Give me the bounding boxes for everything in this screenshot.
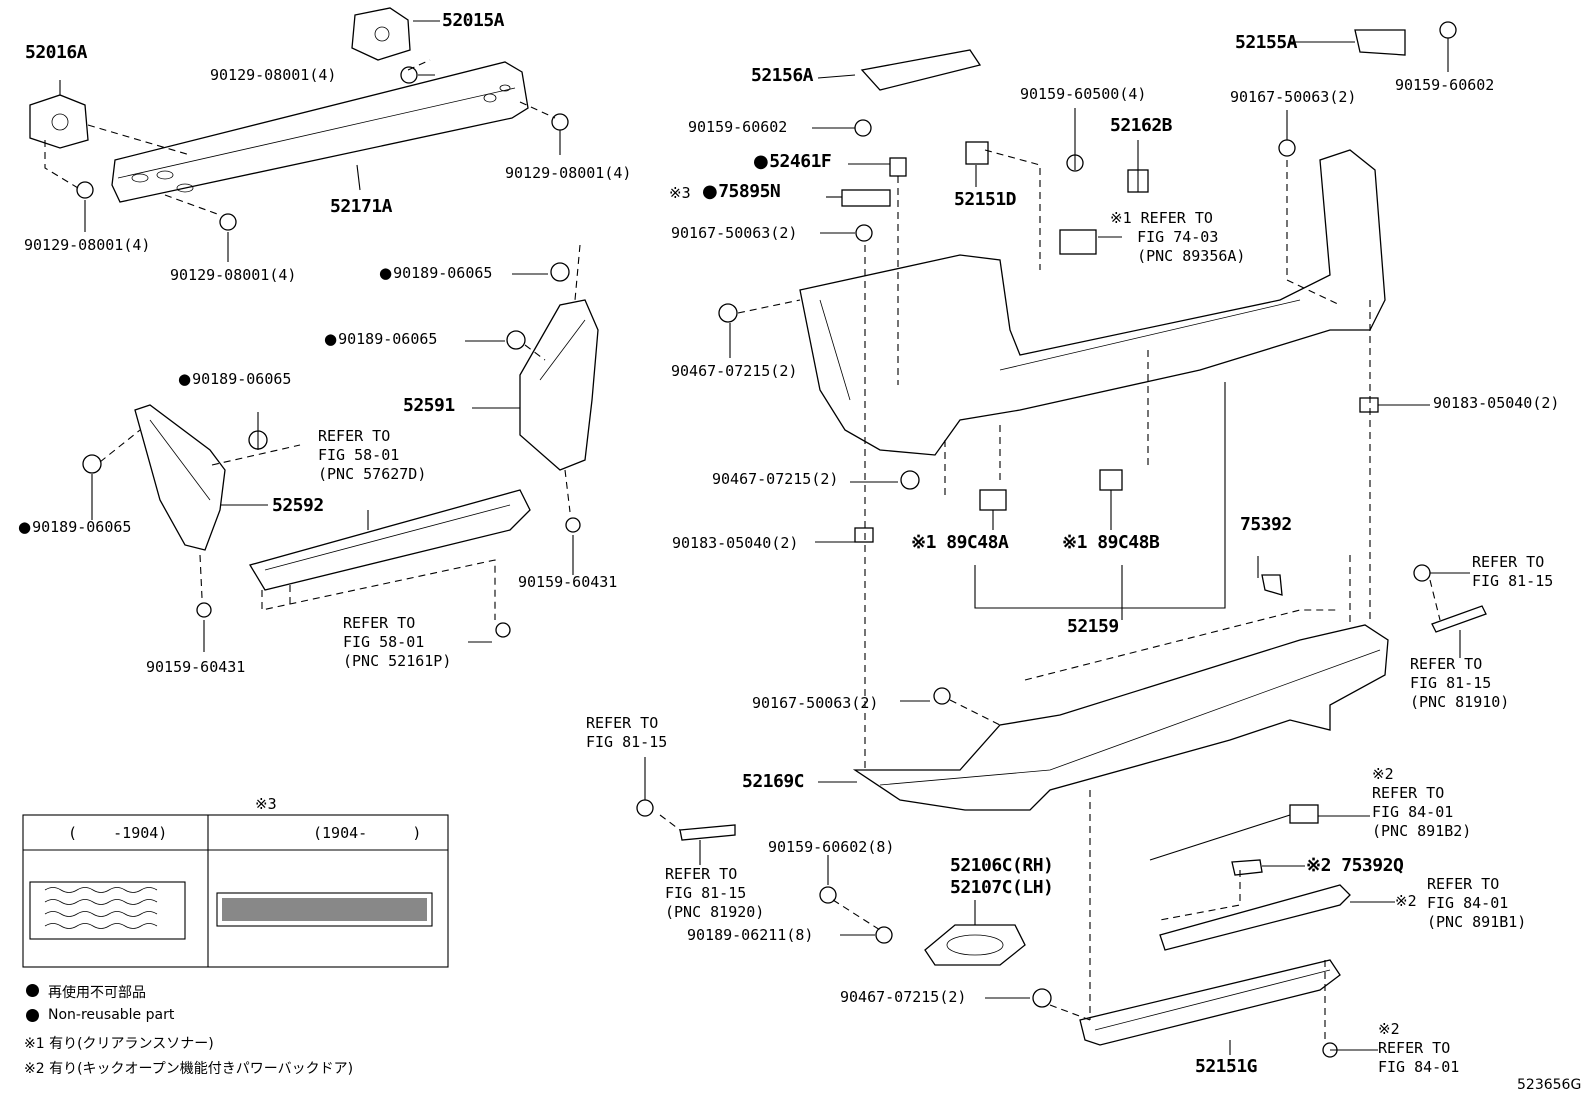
part-label: 52592 — [272, 495, 324, 516]
reference-note: REFER TO FIG 84-01 (PNC 891B1) — [1427, 875, 1527, 931]
reference-note: REFER TO FIG 81-15 (PNC 81910) — [1410, 655, 1510, 711]
part-label: 90129-08001(4) — [170, 266, 297, 284]
lower-tray — [249, 489, 531, 591]
exhaust-bezel — [924, 924, 1026, 966]
variant-table-frame — [22, 814, 449, 968]
part-label: 90167-50063(2) — [1230, 88, 1357, 106]
side-bracket-52592 — [134, 404, 226, 551]
part-label: 52106C(RH) — [950, 855, 1054, 876]
reflector-left — [679, 824, 736, 841]
part-label: 90159-60602(8) — [768, 838, 895, 856]
part-label: 52016A — [25, 42, 88, 63]
part-label: 90189-06065 — [18, 520, 131, 535]
legend-text: ※1 有り(クリアランスソナー) — [24, 1036, 214, 1052]
part-label: 52107C(LH) — [950, 877, 1054, 898]
figure-id: 523656G — [1517, 1077, 1582, 1093]
reference-note: REFER TO FIG 81-15 — [586, 714, 668, 751]
beam-bracket-left — [29, 94, 89, 149]
variant-table-note: ※3 — [255, 795, 277, 813]
part-label: 90129-08001(4) — [505, 164, 632, 182]
variant-column-header: (1904- ) — [313, 824, 422, 842]
part-label: 90183-05040(2) — [672, 534, 799, 552]
part-label: 90159-60500(4) — [1020, 85, 1147, 103]
part-label: 52461F — [753, 153, 832, 171]
part-label: 90159-60602 — [688, 118, 788, 136]
part-label: 90129-08001(4) — [24, 236, 151, 254]
bottom-trim — [1079, 959, 1341, 1046]
part-label: ※1 89C48A — [911, 532, 1009, 553]
reference-note: ※2 REFER TO FIG 84-01 (PNC 891B2) — [1372, 765, 1472, 840]
legend-text: ※2 有り(キックオープン機能付きパワーバックドア) — [24, 1061, 354, 1077]
reference-note: REFER TO FIG 81-15 (PNC 81920) — [665, 865, 765, 921]
part-label: ※2 75392Q — [1306, 855, 1404, 876]
part-note: ※2 — [1395, 892, 1417, 910]
kick-sensor — [1149, 804, 1351, 951]
lower-bumper — [852, 624, 1389, 811]
reference-note: REFER TO FIG 58-01 (PNC 57627D) — [318, 427, 427, 483]
part-label: ※1 89C48B — [1062, 532, 1160, 553]
reference-note: ※1 REFER TO FIG 74-03 (PNC 89356A) — [1110, 209, 1246, 265]
part-label: 90467-07215(2) — [671, 362, 798, 380]
part-label: 52171A — [330, 196, 393, 217]
part-label: 90467-07215(2) — [840, 988, 967, 1006]
non-reusable-dot-icon — [26, 984, 39, 997]
rear-bumper-cover — [799, 149, 1386, 456]
reflector-right — [1431, 605, 1487, 633]
part-label: 52159 — [1067, 616, 1119, 637]
non-reusable-dot-icon — [26, 1009, 39, 1022]
part-label: 52015A — [442, 10, 505, 31]
part-label: 52156A — [751, 65, 814, 86]
part-label: 90189-06065 — [379, 266, 492, 281]
legend-text: 再使用不可部品 — [48, 985, 146, 1001]
part-label: 52151G — [1195, 1056, 1258, 1077]
legend-text: Non-reusable part — [48, 1007, 175, 1023]
reference-note: ※2 REFER TO FIG 84-01 — [1378, 1020, 1460, 1076]
side-bracket-52591 — [519, 299, 599, 471]
part-label: 90189-06065 — [178, 372, 291, 387]
part-label: 52591 — [403, 395, 455, 416]
reference-note: REFER TO FIG 58-01 (PNC 52161P) — [343, 614, 452, 670]
part-label: 90159-60431 — [146, 658, 246, 676]
part-label: 90159-60431 — [518, 573, 618, 591]
part-label: 52169C — [742, 771, 805, 792]
leader-lines — [44, 20, 1470, 1055]
beam-bracket-right — [351, 7, 411, 61]
part-label: 90129-08001(4) — [210, 66, 337, 84]
small-parts — [841, 29, 1406, 876]
reinforcement-beam — [111, 61, 529, 203]
part-label: 90189-06065 — [324, 332, 437, 347]
part-label: 75895N — [702, 183, 781, 201]
variant-column-header: ( -1904) — [68, 824, 168, 842]
part-label: 90167-50063(2) — [752, 694, 879, 712]
part-label: 52162B — [1110, 115, 1173, 136]
reference-note: REFER TO FIG 81-15 — [1472, 553, 1554, 590]
part-label: 90159-60602 — [1395, 76, 1495, 94]
part-label: 90167-50063(2) — [671, 224, 798, 242]
part-label: 52155A — [1235, 32, 1298, 53]
part-label: 90189-06211(8) — [687, 926, 814, 944]
fasteners — [76, 21, 1457, 1058]
part-note: ※3 — [669, 184, 691, 202]
part-label: 52151D — [954, 189, 1017, 210]
part-label: 75392 — [1240, 514, 1292, 535]
part-label: 90467-07215(2) — [712, 470, 839, 488]
part-label: 90183-05040(2) — [1433, 394, 1560, 412]
